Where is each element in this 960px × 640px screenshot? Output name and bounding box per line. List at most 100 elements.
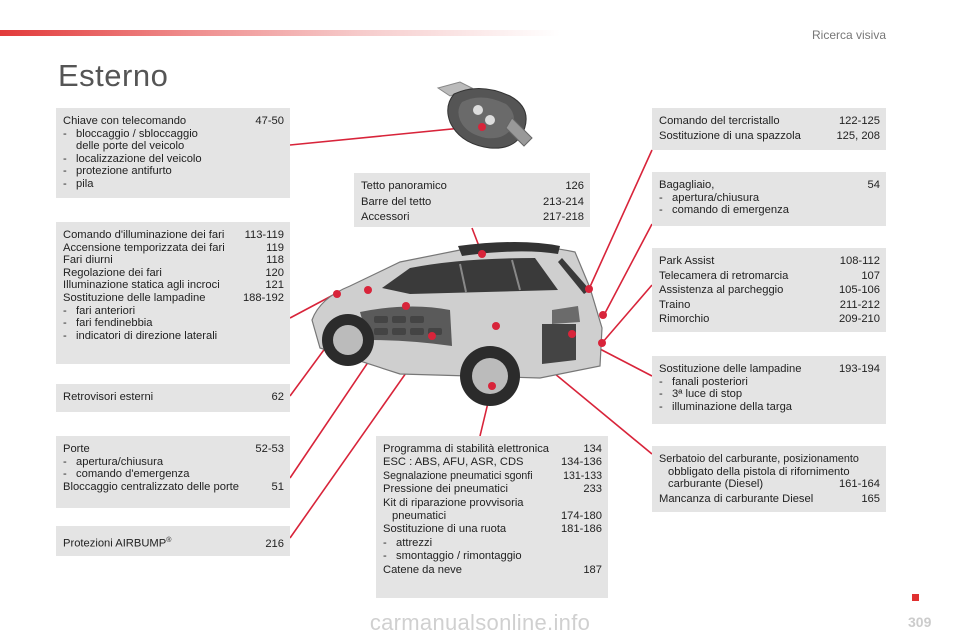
ruota-label: Sostituzione di una ruota <box>383 523 507 536</box>
catene-label: Catene da neve <box>383 563 462 576</box>
dash: - <box>63 127 67 140</box>
tercristallo-pages: 122-125 <box>838 115 880 127</box>
dash: - <box>63 152 67 165</box>
chiave-item: delle porte del veicolo <box>76 140 185 153</box>
fari-label: Regolazione dei fari <box>63 266 162 279</box>
park-pages: 105-106 <box>838 284 880 297</box>
car-illustration <box>311 242 607 406</box>
retrovisori-pages: 62 <box>271 391 284 403</box>
kit-label-1: Kit di riparazione provvisoria <box>383 496 524 509</box>
park-label: Traino <box>659 298 691 311</box>
tetto-pages: 126 <box>565 180 584 192</box>
dash: - <box>659 191 663 204</box>
page-title: Esterno <box>58 58 169 93</box>
remote-key-illustration <box>436 81 533 149</box>
dash: - <box>659 204 663 217</box>
lampadine-item: illuminazione della targa <box>672 400 793 413</box>
bagagliaio-item: comando di emergenza <box>672 204 789 217</box>
serbatoio-line1: Serbatoio del carburante, posizionamento <box>659 453 859 465</box>
dash: - <box>63 165 67 178</box>
airbump-pages: 216 <box>265 537 284 550</box>
box-serbatoio: Serbatoio del carburante, posizionamento… <box>652 446 886 512</box>
dash: - <box>659 400 663 413</box>
line-park <box>601 284 653 344</box>
park-label: Assistenza al parcheggio <box>659 284 784 297</box>
dash: - <box>659 375 663 388</box>
box-park: Park Assist 108-112 Telecamera di retroma… <box>652 248 886 332</box>
box-lampadine-posteriori: Sostituzione delle lampadine 193-194 -fan… <box>652 356 886 424</box>
airbump-sup: ® <box>166 537 172 544</box>
programma-label: Segnalazione pneumatici sgonfi <box>383 469 533 482</box>
dash: - <box>63 317 67 330</box>
dash: - <box>63 468 67 481</box>
serbatoio-line2: obbligato della pistola di rifornimento <box>668 465 850 478</box>
dash: - <box>659 388 663 401</box>
porte-pages: 52-53 <box>255 443 284 455</box>
lampadine-title: Sostituzione delle lampadine <box>659 363 802 375</box>
dash: - <box>383 536 387 549</box>
chiave-item: protezione antifurto <box>76 165 172 178</box>
park-label: Park Assist <box>659 255 715 267</box>
programma-label: Programma di stabilità elettronica <box>383 443 550 455</box>
dash: - <box>383 550 387 563</box>
tetto-pages: 217-218 <box>542 211 584 224</box>
bagagliaio-item: apertura/chiusura <box>672 191 760 204</box>
chiave-pages: 47-50 <box>255 115 284 127</box>
park-pages: 209-210 <box>838 313 880 326</box>
programma-item: smontaggio / rimontaggio <box>396 550 522 563</box>
fari-item: indicatori di direzione laterali <box>76 329 218 342</box>
fari-item: fari anteriori <box>76 304 136 317</box>
section-label: Ricerca visiva <box>811 28 886 42</box>
dash: - <box>63 455 67 468</box>
tercristallo-label: Sostituzione di una spazzola <box>659 129 801 142</box>
fari-label: Fari diurni <box>63 254 113 267</box>
lampadine-pages: 193-194 <box>838 363 880 375</box>
park-label: Telecamera di retromarcia <box>659 269 789 282</box>
lampadine-item: fanali posteriori <box>672 375 748 388</box>
fari-label: Illuminazione statica agli incroci <box>63 279 220 292</box>
tercristallo-pages: 125, 208 <box>836 129 880 142</box>
programma-label: ESC : ABS, AFU, ASR, CDS <box>383 456 524 469</box>
programma-item: attrezzi <box>396 536 433 549</box>
porte-title: Porte <box>63 443 90 455</box>
programma-label: Pressione dei pneumatici <box>383 483 508 496</box>
airbump-label: Protezioni AIRBUMP <box>63 537 167 550</box>
retrovisori-label: Retrovisori esterni <box>63 391 154 403</box>
tetto-pages: 213-214 <box>542 195 584 208</box>
fari-label: Comando d'illuminazione dei fari <box>63 229 225 241</box>
footer-square-marker <box>912 594 919 601</box>
porte-extra-pages: 51 <box>271 480 284 493</box>
tetto-label: Accessori <box>361 211 410 224</box>
watermark: carmanualsonline.info <box>369 610 591 635</box>
fari-pages: 118 <box>266 254 284 267</box>
box-airbump: Protezioni AIRBUMP® 216 <box>56 526 290 556</box>
kit-label-2: pneumatici <box>392 510 447 523</box>
programma-pages: 131-133 <box>563 469 602 482</box>
tercristallo-label: Comando del tercristallo <box>659 115 780 127</box>
park-pages: 108-112 <box>839 255 880 267</box>
fari-pages: 113-119 <box>244 229 284 241</box>
programma-pages: 233 <box>583 483 602 496</box>
fari-pages: 120 <box>265 266 284 279</box>
page-number: 309 <box>908 614 932 630</box>
mancanza-pages: 165 <box>861 492 880 505</box>
dash: - <box>63 329 67 342</box>
chiave-item: bloccaggio / sbloccaggio <box>76 127 198 140</box>
chiave-item: pila <box>76 177 94 190</box>
fari-item: fari fendinebbia <box>76 317 153 330</box>
header-accent-bar <box>0 30 560 36</box>
line-chiave <box>289 125 483 146</box>
box-chiave: Chiave con telecomando 47-50 -bloccaggio… <box>56 108 290 198</box>
chiave-item: localizzazione del veicolo <box>76 152 202 165</box>
catene-pages: 187 <box>583 563 602 576</box>
ruota-pages: 181-186 <box>560 523 602 536</box>
line-bagagliaio <box>603 223 653 316</box>
tetto-label: Barre del tetto <box>361 195 432 208</box>
porte-item: comando d'emergenza <box>76 468 190 481</box>
fari-pages: 188-192 <box>242 291 284 304</box>
box-tercristallo: Comando del tercristallo 122-125 Sostituz… <box>652 108 886 150</box>
